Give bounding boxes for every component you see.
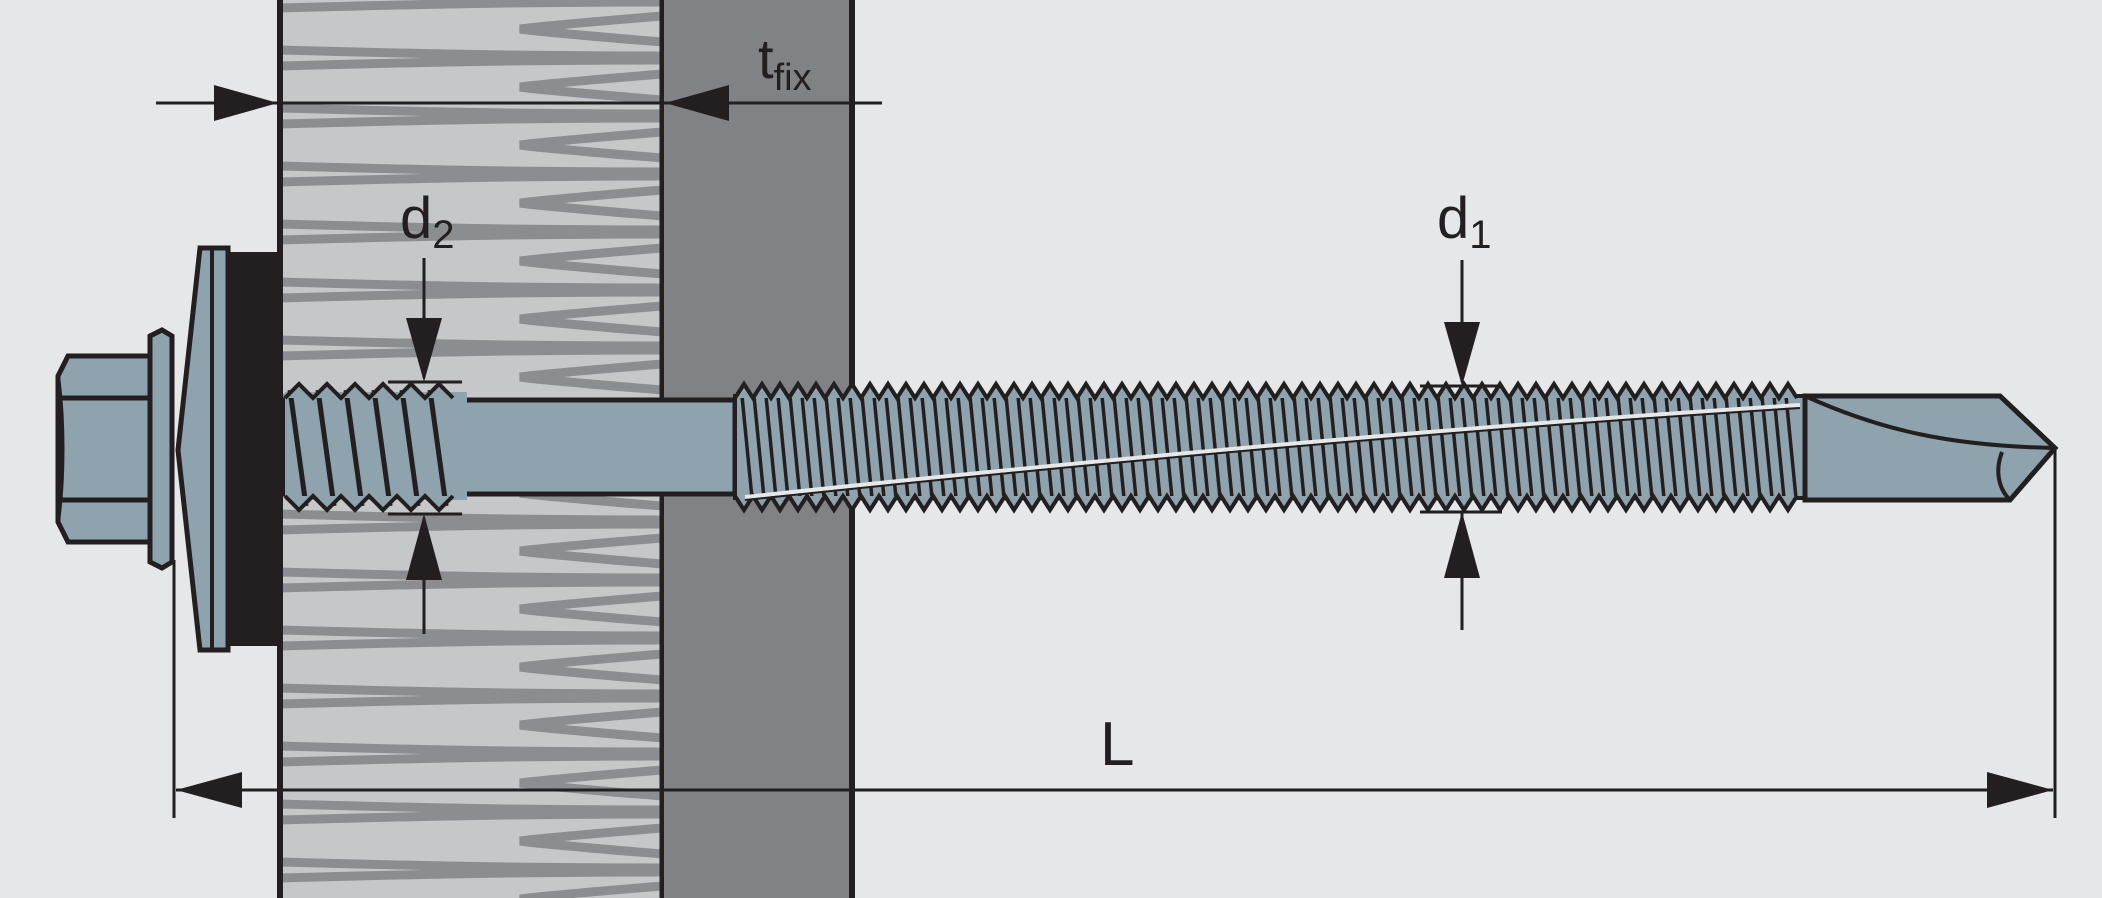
hex-head [55,353,155,545]
drill-point [1802,393,2059,503]
sealing-washer [228,252,280,646]
d2-dimension [388,258,462,634]
tfix-dimension [156,85,882,121]
main-thread [733,380,1807,514]
d1-dimension [1420,260,1502,630]
d2-label: d2 [400,186,455,257]
length-label: L [1100,710,1134,779]
fastener [55,245,2059,653]
upper-thread [283,381,467,513]
length-dimension [172,450,2057,818]
d1-label: d1 [1437,186,1492,257]
head-flange [147,327,175,571]
tfix-label: tfix [758,27,812,99]
